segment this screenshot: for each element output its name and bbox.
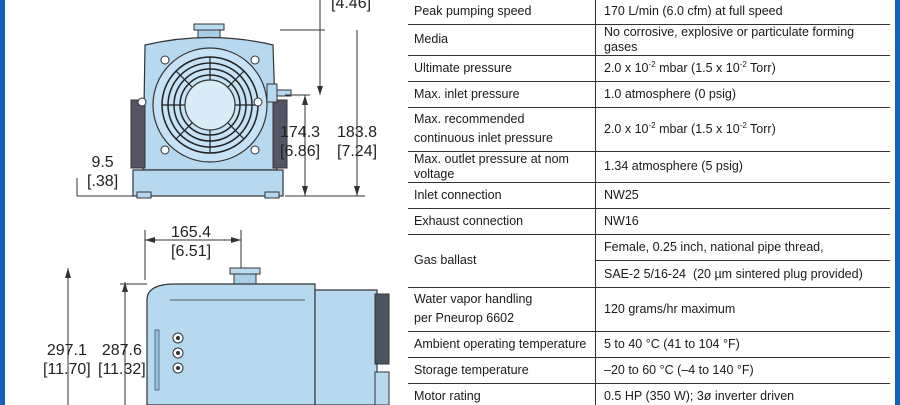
pump-dimension-drawing — [65, 0, 390, 405]
dim-287-6: 287.6 [11.32] — [98, 341, 146, 379]
table-row: Media No corrosive, explosive or particu… — [408, 24, 890, 56]
spec-label: Max. outlet pressure at nom voltage — [408, 151, 596, 183]
table-row: Inlet connection NW25 — [408, 182, 890, 209]
spec-value-part: mbar (1.5 x 10 — [655, 121, 740, 136]
exponent: -2 — [739, 120, 747, 130]
spec-label: Exhaust connection — [408, 208, 596, 235]
dim-297-1: 297.1 [11.70] — [43, 341, 91, 379]
spec-sheet-frame: [4.46] 174.3 [6.86] 183.8 [7.24] 9.5 [.3… — [5, 0, 895, 405]
spec-value: 1.0 atmosphere (0 psig) — [595, 81, 890, 108]
table-row: Max. outlet pressure at nom voltage 1.34… — [408, 151, 890, 183]
spec-value-line: Female, 0.25 inch, national pipe thread, — [596, 235, 890, 261]
spec-value: 2.0 x 10-2 mbar (1.5 x 10-2 Torr) — [595, 55, 890, 82]
pump-side-view — [146, 267, 390, 405]
spec-value-part: Torr) — [746, 121, 776, 136]
spec-label: Water vapor handling per Pneurop 6602 — [408, 287, 596, 332]
dim-297-1-in: [11.70] — [43, 361, 91, 378]
table-row: Water vapor handling per Pneurop 6602 120… — [408, 287, 890, 332]
spec-label: Ultimate pressure — [408, 55, 596, 82]
dim-297-1-mm: 297.1 — [46, 342, 87, 359]
spec-label: Max. inlet pressure — [408, 81, 596, 108]
spec-label: Max. recommended continuous inlet pressur… — [408, 107, 596, 152]
dim-9-5-mm: 9.5 — [91, 154, 114, 171]
dim-top-bracket: [4.46] — [331, 0, 372, 12]
spec-label-line: Max. recommended — [414, 112, 525, 126]
specifications-table: Peak pumping speed 170 L/min (6.0 cfm) a… — [408, 0, 890, 405]
exponent: -2 — [648, 120, 656, 130]
table-row: Gas ballast Female, 0.25 inch, national … — [408, 234, 890, 288]
spec-value: Female, 0.25 inch, national pipe thread,… — [595, 234, 890, 288]
exponent: -2 — [648, 59, 656, 69]
spec-label: Storage temperature — [408, 357, 596, 384]
spec-value: 2.0 x 10-2 mbar (1.5 x 10-2 Torr) — [595, 107, 890, 152]
exponent: -2 — [739, 59, 747, 69]
dim-174-3: 174.3 [6.86] — [280, 123, 320, 161]
spec-value-line: SAE-2 5/16-24 (20 µm sintered plug provi… — [604, 266, 863, 281]
dim-287-6-mm: 287.6 — [101, 342, 142, 359]
spec-value-part: 2.0 x 10 — [604, 121, 649, 136]
dim-287-6-in: [11.32] — [98, 361, 146, 378]
spec-value: 5 to 40 °C (41 to 104 °F) — [595, 331, 890, 358]
spec-label: Gas ballast — [408, 234, 596, 288]
table-row: Peak pumping speed 170 L/min (6.0 cfm) a… — [408, 0, 890, 25]
dim-165-4-in: [6.51] — [171, 243, 212, 260]
table-row: Ambient operating temperature 5 to 40 °C… — [408, 331, 890, 358]
table-row: Storage temperature –20 to 60 °C (–4 to … — [408, 357, 890, 384]
dim-165-4-mm: 165.4 — [171, 224, 212, 241]
spec-label: Ambient operating temperature — [408, 331, 596, 358]
spec-label: Peak pumping speed — [408, 0, 596, 25]
pump-front-view — [130, 23, 292, 199]
table-row: Max. inlet pressure 1.0 atmosphere (0 ps… — [408, 81, 890, 108]
spec-value: No corrosive, explosive or particulate f… — [595, 24, 890, 56]
table-row: Max. recommended continuous inlet pressur… — [408, 107, 890, 152]
spec-value: 170 L/min (6.0 cfm) at full speed — [595, 0, 890, 25]
spec-value-part: mbar (1.5 x 10 — [655, 60, 740, 75]
table-row: Ultimate pressure 2.0 x 10-2 mbar (1.5 x… — [408, 55, 890, 82]
spec-value-part: Torr) — [746, 60, 776, 75]
dim-183-8-in: [7.24] — [337, 143, 378, 160]
dim-9-5: 9.5 [.38] — [87, 153, 118, 191]
dim-183-8-mm: 183.8 — [337, 124, 378, 141]
spec-value: NW25 — [595, 182, 890, 209]
dim-174-3-mm: 174.3 — [280, 124, 321, 141]
spec-value: 0.5 HP (350 W); 3ø inverter driven — [595, 383, 890, 405]
spec-label: Media — [408, 24, 596, 56]
spec-value: 1.34 atmosphere (5 psig) — [595, 151, 890, 183]
dim-165-4: 165.4 [6.51] — [171, 223, 211, 261]
dim-174-3-in: [6.86] — [280, 143, 321, 160]
spec-label: Motor rating — [408, 383, 596, 405]
table-row: Exhaust connection NW16 — [408, 208, 890, 235]
spec-value: –20 to 60 °C (–4 to 140 °F) — [595, 357, 890, 384]
spec-value: 120 grams/hr maximum — [595, 287, 890, 332]
spec-label-line: continuous inlet pressure — [414, 131, 553, 145]
spec-label-line: per Pneurop 6602 — [414, 311, 515, 325]
dim-9-5-in: [.38] — [87, 173, 119, 190]
spec-value-part: 2.0 x 10 — [604, 60, 649, 75]
table-row: Motor rating 0.5 HP (350 W); 3ø inverter… — [408, 383, 890, 405]
spec-value: NW16 — [595, 208, 890, 235]
spec-label-line: Water vapor handling — [414, 292, 533, 306]
spec-label: Inlet connection — [408, 182, 596, 209]
dim-183-8: 183.8 [7.24] — [337, 123, 377, 161]
